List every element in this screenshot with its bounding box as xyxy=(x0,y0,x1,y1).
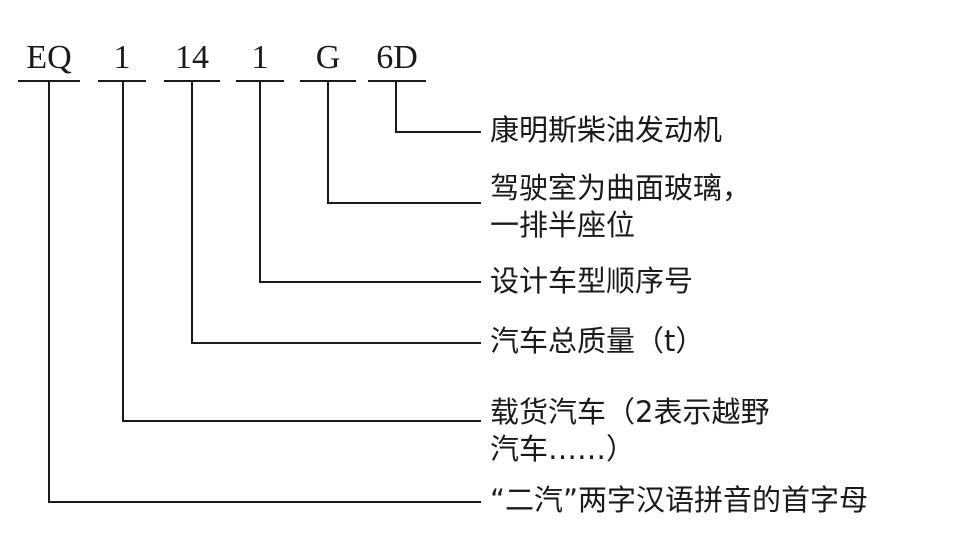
desc-category-line-2: 汽车……） xyxy=(490,432,636,466)
desc-cab-line-1: 驾驶室为曲面玻璃， xyxy=(490,171,752,205)
code-segment-cab: G xyxy=(315,39,341,76)
connector-vertical-eq xyxy=(48,81,50,503)
connector-horizontal-sequence xyxy=(259,281,481,283)
desc-category: 载货汽车（2表示越野 汽车……） xyxy=(490,394,769,468)
connector-vertical-cab xyxy=(327,81,329,204)
code-segment-eq: EQ xyxy=(26,39,72,76)
connector-vertical-category xyxy=(122,81,124,422)
desc-sequence: 设计车型顺序号 xyxy=(490,263,693,300)
connector-vertical-sequence xyxy=(259,81,261,283)
desc-mass: 汽车总质量（t） xyxy=(490,323,704,360)
desc-sequence-line-1: 设计车型顺序号 xyxy=(490,264,694,298)
code-segment-sequence: 1 xyxy=(251,39,269,76)
code-segment-category: 1 xyxy=(113,39,131,76)
code-segment-engine: 6D xyxy=(376,39,418,76)
desc-eq: “二汽”两字汉语拼音的首字母 xyxy=(490,482,868,519)
connector-horizontal-cab xyxy=(327,202,481,204)
desc-cab: 驾驶室为曲面玻璃， 一排半座位 xyxy=(490,170,751,244)
connector-vertical-engine xyxy=(395,81,397,133)
connector-horizontal-engine xyxy=(395,131,481,133)
desc-cab-line-2: 一排半座位 xyxy=(490,208,636,242)
desc-engine-line-1: 康明斯柴油发动机 xyxy=(490,113,723,147)
code-segment-mass: 14 xyxy=(175,39,209,76)
connector-horizontal-mass xyxy=(191,342,481,344)
underline-engine xyxy=(368,80,426,82)
connector-horizontal-eq xyxy=(48,501,481,503)
connector-horizontal-category xyxy=(122,420,481,422)
connector-vertical-mass xyxy=(191,81,193,344)
desc-eq-line-1: “二汽”两字汉语拼音的首字母 xyxy=(490,483,869,517)
desc-category-line-1: 载货汽车（2表示越野 xyxy=(490,395,770,429)
desc-mass-line-1: 汽车总质量（t） xyxy=(490,324,705,358)
desc-engine: 康明斯柴油发动机 xyxy=(490,112,722,149)
